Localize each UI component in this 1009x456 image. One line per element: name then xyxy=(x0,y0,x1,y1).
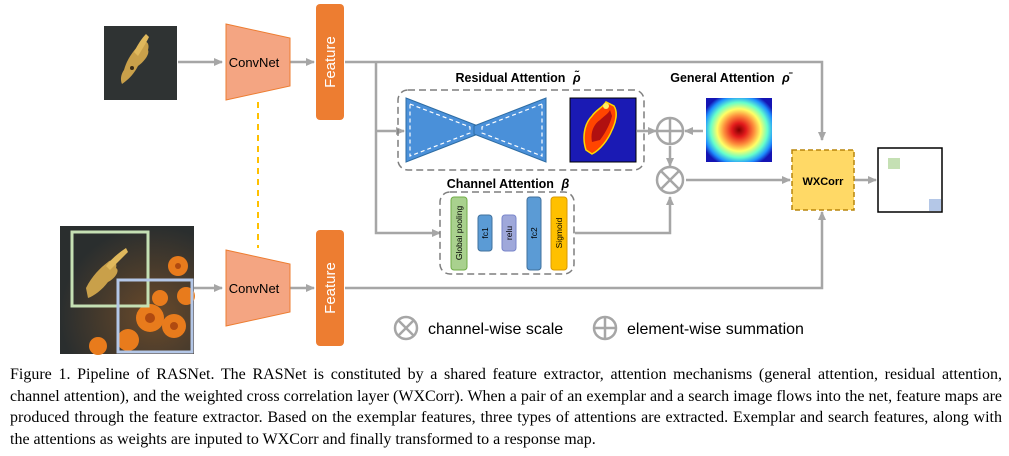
global-pooling-label: Global pooling xyxy=(454,206,464,261)
legend-scale-label: channel-wise scale xyxy=(428,321,563,338)
relu-label: relu xyxy=(504,226,514,240)
exemplar-image xyxy=(104,26,177,100)
channel-attention-symbol: β xyxy=(560,177,569,191)
element-wise-sum-operator xyxy=(655,116,685,146)
channel-wise-scale-operator xyxy=(655,165,685,195)
convnet-top-label: ConvNet xyxy=(229,55,280,70)
residual-attention-map xyxy=(569,97,637,163)
feature-top: Feature xyxy=(316,4,344,120)
feature-bottom: Feature xyxy=(316,230,344,346)
general-attention-title: General Attention ρ̄ xyxy=(670,71,793,85)
sigmoid-block: Sigmoid xyxy=(550,196,568,271)
general-attention-map xyxy=(706,98,772,162)
legend-sum-icon xyxy=(592,315,618,341)
fc2-label: fc2 xyxy=(529,227,539,239)
residual-attention-box xyxy=(397,89,645,171)
legend-sum-label: element-wise summation xyxy=(627,321,804,338)
feature-bottom-label: Feature xyxy=(322,262,339,314)
legend-scale-icon xyxy=(393,315,419,341)
sigmoid-label: Sigmoid xyxy=(554,217,564,248)
channel-attention-title: Channel Attention β xyxy=(447,177,570,191)
feature-top-label: Feature xyxy=(322,36,339,88)
convnet-top: ConvNet xyxy=(225,23,291,101)
exemplar-region-box xyxy=(70,230,150,308)
wxcorr-block: WXCorr xyxy=(791,149,855,211)
convnet-bottom: ConvNet xyxy=(225,249,291,327)
line-feature-top-branch xyxy=(374,62,441,237)
line-feature-bottom-to-wxcorr xyxy=(345,211,826,290)
residual-attention-symbol: ρ̃ xyxy=(572,70,581,85)
wxcorr-label: WXCorr xyxy=(803,176,845,188)
global-pooling-block: Global pooling xyxy=(450,196,468,271)
channel-attention-box xyxy=(439,191,575,275)
rasnet-pipeline-diagram: ConvNet ConvNet Feature Feature Residual… xyxy=(60,4,943,355)
relu-block: relu xyxy=(501,214,517,252)
legend: channel-wise scale element-wise summatio… xyxy=(393,315,804,341)
search-region-box xyxy=(116,278,194,354)
fc1-label: fc1 xyxy=(480,227,490,239)
figure-caption: Figure 1. Pipeline of RASNet. The RASNet… xyxy=(10,366,1002,448)
search-image xyxy=(60,226,195,355)
arrow-channel-to-scale xyxy=(575,196,674,235)
residual-attention-title: Residual Attention ρ̃ xyxy=(455,70,580,85)
hourglass-network xyxy=(405,97,547,163)
connectors xyxy=(178,58,877,292)
general-attention-symbol: ρ̄ xyxy=(781,71,794,85)
fc2-block: fc2 xyxy=(526,196,542,271)
response-map xyxy=(877,147,943,213)
convnet-bottom-label: ConvNet xyxy=(229,281,280,296)
line-feature-top-to-wxcorr xyxy=(345,60,826,141)
fc1-block: fc1 xyxy=(477,214,493,252)
